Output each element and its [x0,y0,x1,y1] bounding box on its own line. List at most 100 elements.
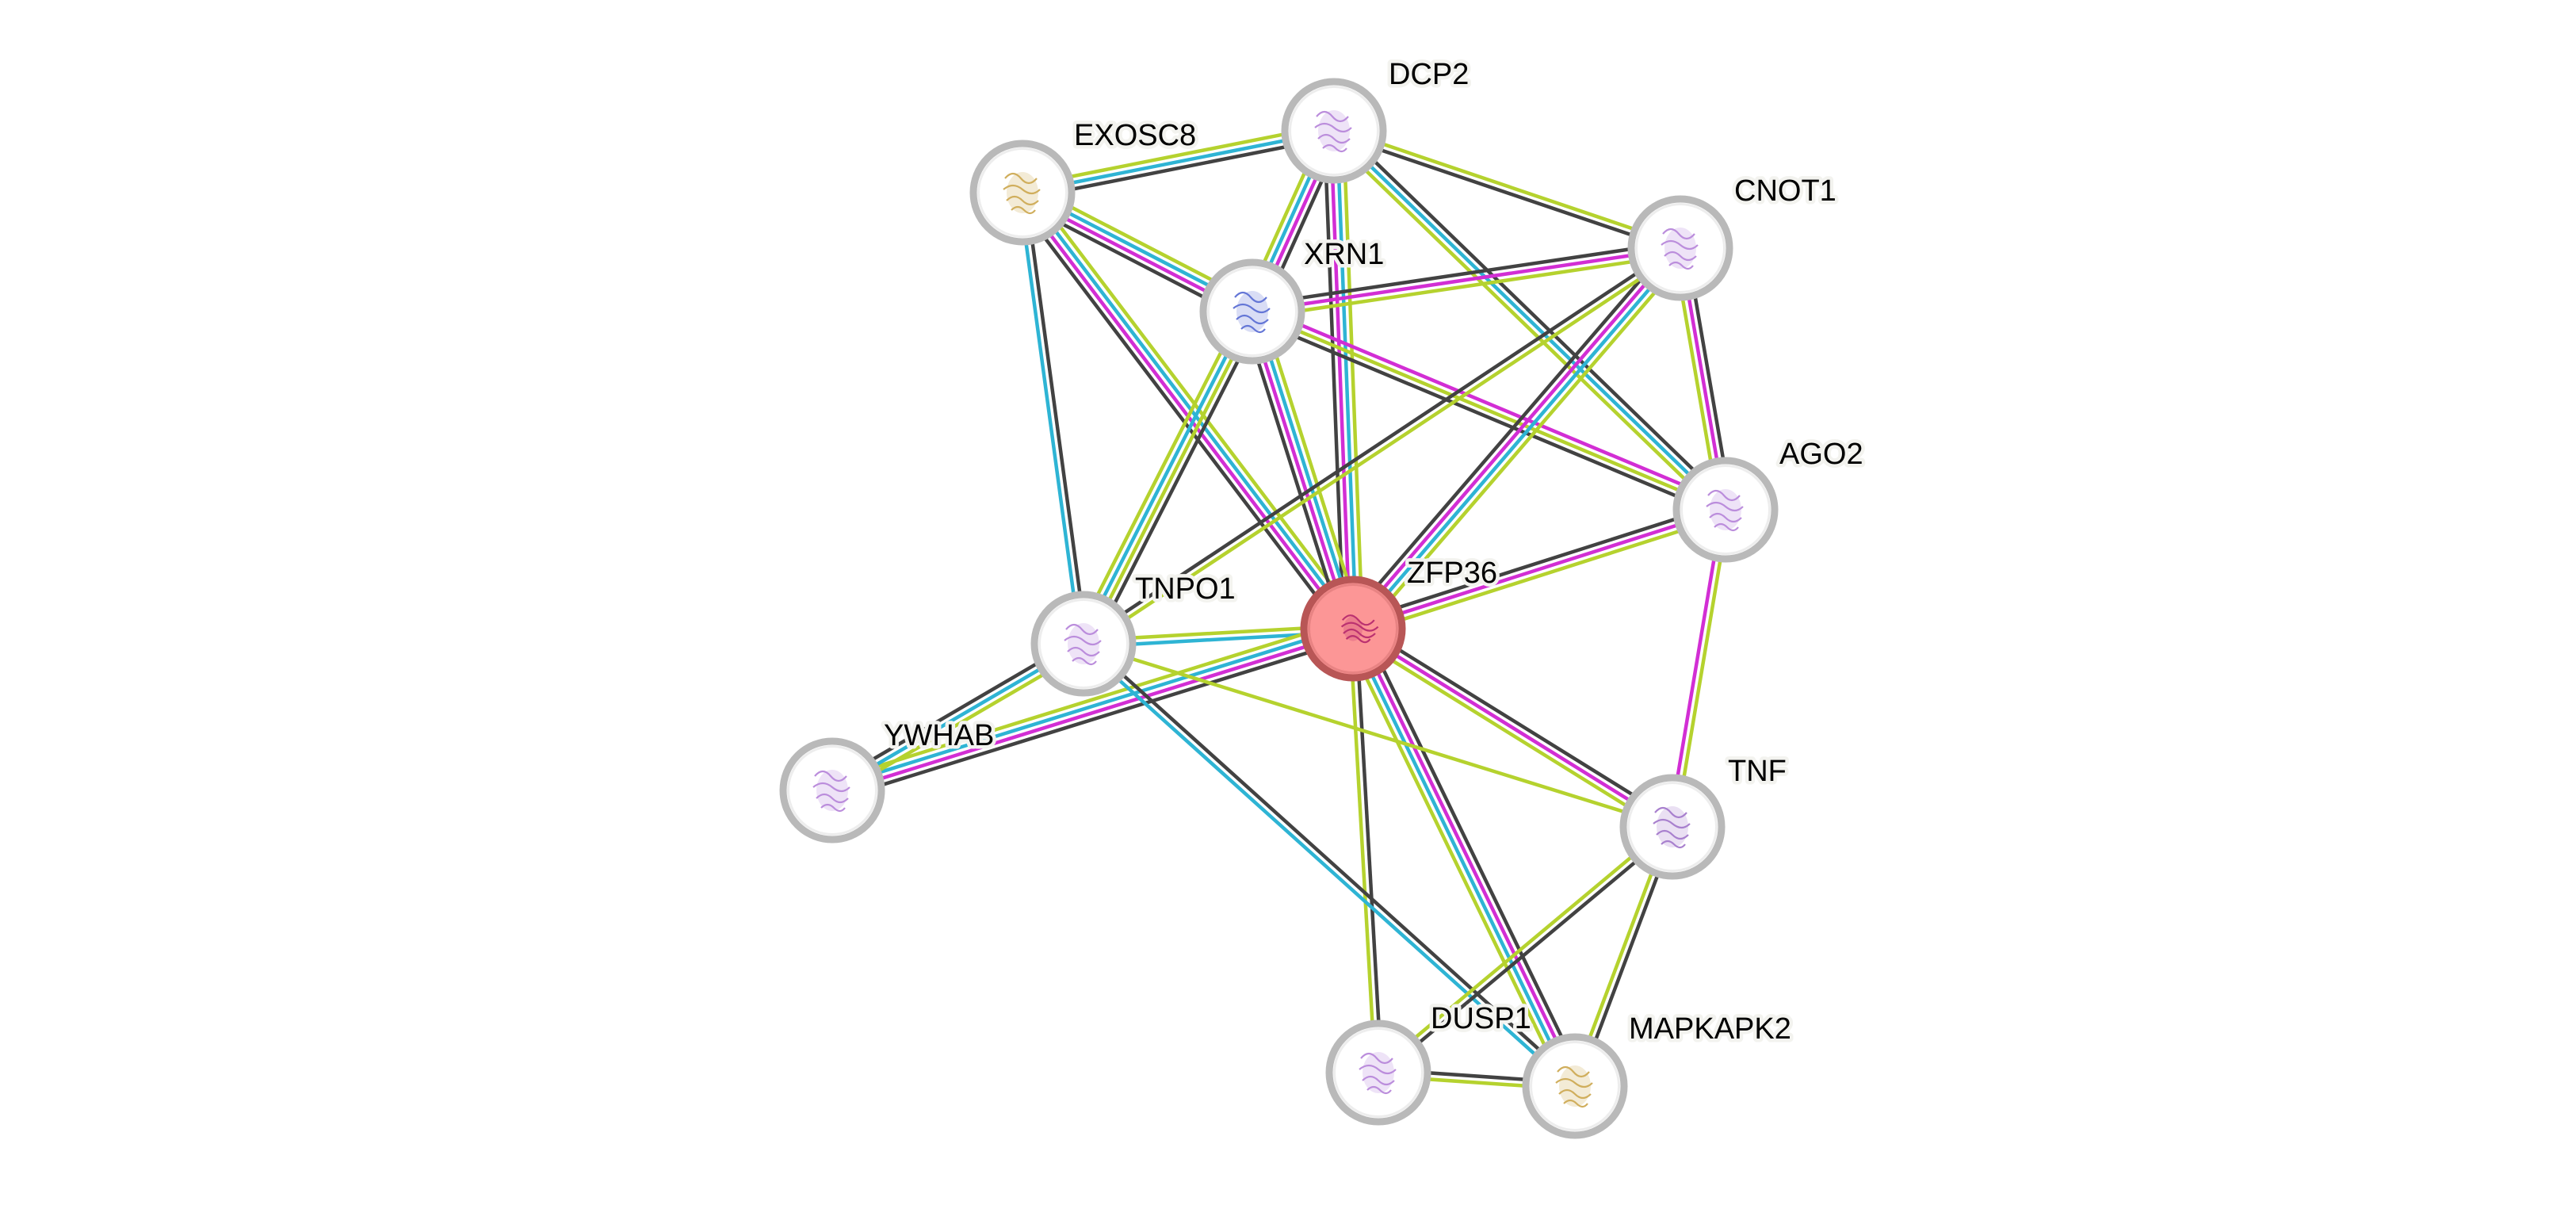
node-circle [1325,1019,1431,1126]
node-xrn1[interactable] [1199,258,1305,365]
protein-structure-icon [1706,489,1744,532]
evidence-line-dark [1350,502,1725,625]
evidence-line-magenta [832,629,1355,795]
evidence-line-dark [834,636,1357,801]
node-ywhab[interactable] [779,737,885,844]
node-circle [1627,195,1733,301]
evidence-line-lime [1334,126,1683,247]
node-inner-shade [1333,1027,1424,1118]
nodes-layer [779,78,1779,1139]
node-inner-shade [787,745,877,836]
evidence-line-dark [1249,316,1724,518]
edge-cnot1-zfp36[interactable] [1344,240,1689,637]
node-mapkapk2[interactable] [1522,1033,1628,1139]
edge-ago2-zfp36[interactable] [1350,502,1729,637]
evidence-line-cyan [1354,249,1684,633]
edge-tnpo1-tnf[interactable] [1083,641,1673,829]
evidence-line-cyan [1335,130,1359,629]
evidence-line-magenta [1248,312,1352,630]
node-label-xrn1[interactable]: XRN1 [1301,235,1388,275]
protein-structure-icon [1064,623,1102,666]
evidence-line-magenta [1019,193,1352,632]
node-circle [1300,576,1406,682]
evidence-line-magenta [1351,627,1674,828]
protein-structure-icon [1359,1052,1397,1095]
evidence-line-lime [1084,249,1684,648]
evidence-line-lime [1084,312,1257,646]
evidence-line-lime [1343,632,1569,1092]
node-tnf[interactable] [1619,774,1726,880]
protein-structure-icon [1555,1065,1593,1108]
node-dcp2[interactable] [1281,78,1387,184]
edge-dcp2-ago2[interactable] [1328,124,1732,516]
node-cnot1[interactable] [1627,195,1733,301]
node-tnpo1[interactable] [1030,591,1137,697]
node-dusp1[interactable] [1325,1019,1431,1126]
evidence-line-cyan [1023,189,1357,628]
evidence-line-lime [828,618,1351,783]
node-exosc8[interactable] [969,140,1076,246]
edge-dcp2-zfp36[interactable] [1322,130,1365,629]
evidence-line-cyan [831,624,1353,790]
node-inner-shade [1207,266,1298,357]
node-inner-shade [1038,599,1129,689]
node-label-dcp2[interactable]: DCP2 [1385,55,1473,95]
node-label-mapkapk2[interactable]: MAPKAPK2 [1626,1009,1795,1050]
protein-structure-icon [812,770,850,813]
evidence-line-cyan [1017,193,1083,645]
evidence-line-dark [1251,239,1680,308]
node-circle [1199,258,1305,365]
evidence-line-lime [1673,510,1731,828]
node-zfp36[interactable] [1300,576,1406,682]
node-label-exosc8[interactable]: EXOSC8 [1071,116,1200,156]
node-label-ywhab[interactable]: YWHAB [881,716,998,756]
node-label-cnot1[interactable]: CNOT1 [1731,171,1840,212]
node-circle [1030,591,1137,697]
evidence-line-dark [1344,240,1675,624]
evidence-line-dark [1322,131,1346,629]
edge-zfp36-tnf[interactable] [1348,622,1677,834]
edge-zfp36-mapkapk2[interactable] [1343,623,1585,1092]
evidence-line-cyan [1253,310,1358,629]
node-label-zfp36[interactable]: ZFP36 [1404,553,1501,594]
edge-zfp36-ywhab[interactable] [828,618,1357,801]
evidence-line-magenta [1352,507,1726,631]
edge-exosc8-tnpo1[interactable] [1017,192,1089,645]
edge-zfp36-dusp1[interactable] [1347,628,1384,1073]
evidence-line-lime [1252,252,1682,320]
evidence-line-lime [1347,629,1378,1073]
node-label-dusp1[interactable]: DUSP1 [1428,999,1535,1039]
evidence-line-dark [1023,135,1336,201]
evidence-line-dark [1090,315,1263,649]
edge-tnpo1-mapkapk2[interactable] [1080,640,1579,1090]
edge-exosc8-dcp2[interactable] [1021,122,1336,201]
node-circle [1522,1033,1628,1139]
edge-dcp2-cnot1[interactable] [1332,126,1683,253]
evidence-line-magenta [1252,246,1681,314]
evidence-line-cyan [1348,629,1574,1088]
edge-xrn1-ago2[interactable] [1249,304,1729,518]
evidence-line-lime [1021,122,1333,189]
node-ago2[interactable] [1672,457,1779,563]
evidence-line-magenta [1349,244,1680,628]
edge-xrn1-tnpo1[interactable] [1073,306,1263,649]
node-label-ago2[interactable]: AGO2 [1776,434,1867,475]
edge-tnf-dusp1[interactable] [1374,823,1676,1077]
edge-xrn1-cnot1[interactable] [1251,239,1682,320]
evidence-line-dark [1080,243,1680,643]
edge-xrn1-zfp36[interactable] [1241,308,1364,633]
edge-cnot1-tnpo1[interactable] [1080,243,1684,648]
evidence-line-dark [1354,628,1384,1073]
evidence-line-magenta [1254,304,1729,506]
edge-exosc8-zfp36[interactable] [1013,186,1363,636]
evidence-line-lime [1259,308,1364,627]
protein-structure-icon [1340,614,1379,644]
node-circle [969,140,1076,246]
node-label-tnpo1[interactable]: TNPO1 [1132,569,1240,610]
edge-ago2-tnf[interactable] [1667,508,1731,828]
evidence-line-magenta [1354,626,1580,1086]
node-circle [1672,457,1779,563]
node-circle [1281,78,1387,184]
node-label-tnf[interactable]: TNF [1725,752,1791,792]
